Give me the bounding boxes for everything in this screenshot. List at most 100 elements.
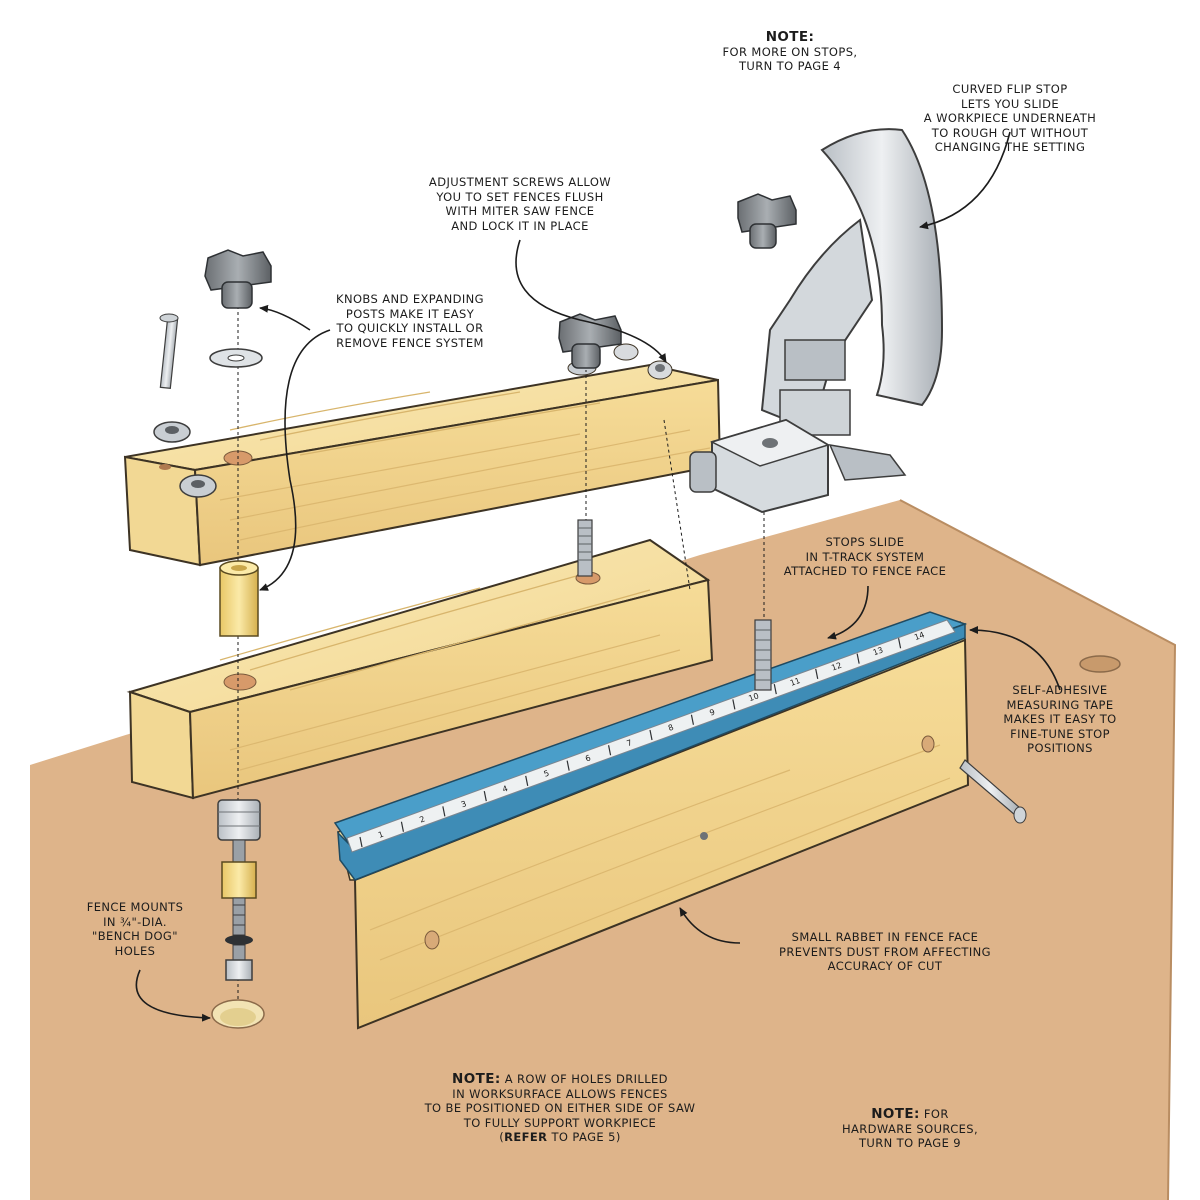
tape-number: 4 <box>501 784 509 794</box>
lower-fence-base <box>126 538 714 800</box>
brass-sleeve <box>219 560 259 637</box>
callout-line: POSITIONS <box>1027 741 1093 755</box>
tape-tick <box>897 638 902 649</box>
tape-tick <box>400 821 405 832</box>
tape-tick <box>856 653 860 664</box>
note-line: TO BE POSITIONED ON EITHER SIDE OF SAW <box>424 1101 696 1115</box>
workbench-edge <box>899 499 1177 1200</box>
callout-flip-stop: CURVED FLIP STOP LETS YOU SLIDE A WORKPI… <box>880 82 1140 155</box>
callout-stops-slide: STOPS SLIDE IN T-TRACK SYSTEM ATTACHED T… <box>755 535 975 579</box>
callout-line: IN ¾"-DIA. <box>103 914 167 929</box>
tape-tick <box>732 699 736 710</box>
flip-stop-assembly <box>689 128 944 514</box>
tape-number: 14 <box>913 630 926 642</box>
tape-number: 5 <box>543 769 551 779</box>
threaded-rod-center <box>577 519 593 577</box>
note-line: TO FULLY SUPPORT WORKPIECE <box>463 1115 657 1130</box>
upper-fence-base <box>123 343 722 567</box>
callout-line: FENCE MOUNTS <box>86 900 184 914</box>
callout-line: HOLES <box>114 943 156 958</box>
callout-rabbet: SMALL RABBET IN FENCE FACE PREVENTS DUST… <box>735 930 1035 974</box>
tape-tick <box>607 745 612 756</box>
star-knob-stop <box>737 193 797 249</box>
tape-number: 12 <box>830 661 843 673</box>
callout-line: AND LOCK IT IN PLACE <box>451 218 589 233</box>
note-line: HARDWARE SOURCES, <box>841 1121 979 1136</box>
tape-tick <box>773 684 777 695</box>
note-refer: REFER <box>504 1130 548 1144</box>
note-line: ( <box>499 1130 505 1144</box>
callout-measuring-tape: SELF-ADHESIVE MEASURING TAPE MAKES IT EA… <box>975 683 1145 756</box>
tape-tick <box>690 714 695 725</box>
tape-number: 6 <box>584 753 592 763</box>
callout-knobs-posts: KNOBS AND EXPANDING POSTS MAKE IT EASY T… <box>300 292 520 350</box>
note-line: TURN TO PAGE 9 <box>858 1136 962 1150</box>
fence-face-screw <box>959 759 1027 824</box>
wood-screw <box>159 313 179 389</box>
note-heading: NOTE: <box>452 1071 501 1087</box>
note-line: FOR <box>919 1107 949 1121</box>
note-line: A ROW OF HOLES DRILLED <box>504 1072 668 1086</box>
note-stops-page: NOTE: FOR MORE ON STOPS, TURN TO PAGE 4 <box>695 30 885 74</box>
tape-tick <box>815 668 819 679</box>
callout-adjust-screws: ADJUSTMENT SCREWS ALLOW YOU TO SET FENCE… <box>385 175 655 233</box>
tape-number: 3 <box>460 799 468 809</box>
callout-line: ACCURACY OF CUT <box>827 959 943 973</box>
callout-line: FINE-TUNE STOP <box>1010 726 1110 741</box>
threaded-rod-stop <box>754 619 772 691</box>
callout-line: TO QUICKLY INSTALL OR <box>336 321 484 335</box>
callout-line: ADJUSTMENT SCREWS ALLOW <box>428 175 612 189</box>
tape-tick <box>649 729 653 741</box>
callout-line: CURVED FLIP STOP <box>952 82 1068 96</box>
callout-line: SMALL RABBET IN FENCE FACE <box>791 930 979 944</box>
note-heading: NOTE: <box>765 29 815 45</box>
bench-dog-hole <box>1079 655 1121 673</box>
tape-tick <box>483 791 487 802</box>
callout-line: ATTACHED TO FENCE FACE <box>783 564 947 578</box>
callout-line: STOPS SLIDE <box>825 535 905 549</box>
note-line: TO PAGE 5) <box>547 1130 621 1144</box>
callout-fence-mounts: FENCE MOUNTS IN ¾"-DIA. "BENCH DOG" HOLE… <box>60 900 210 958</box>
tape-number: 13 <box>872 645 885 657</box>
star-knob-center <box>558 313 622 369</box>
note-line: IN WORKSURFACE ALLOWS FENCES <box>452 1086 668 1101</box>
callout-line: KNOBS AND EXPANDING <box>336 292 484 306</box>
note-holes-row: NOTE: A ROW OF HOLES DRILLED IN WORKSURF… <box>395 1072 725 1145</box>
tape-tick <box>566 760 570 771</box>
callout-line: SELF-ADHESIVE <box>1012 683 1108 697</box>
note-heading: NOTE: <box>871 1106 920 1122</box>
tape-number: 11 <box>789 676 802 688</box>
callout-line: POSTS MAKE IT EASY <box>345 306 475 321</box>
callout-leaders <box>135 131 1061 1022</box>
callout-line: WITH MITER SAW FENCE <box>445 204 595 218</box>
callout-line: PREVENTS DUST FROM AFFECTING <box>779 944 991 959</box>
callout-line: "BENCH DOG" <box>92 929 178 943</box>
callout-line: CHANGING THE SETTING <box>934 140 1086 154</box>
tape-number: 8 <box>667 723 675 733</box>
callout-line: MEASURING TAPE <box>1006 697 1114 712</box>
callout-line: REMOVE FENCE SYSTEM <box>336 335 484 350</box>
tape-number: 10 <box>747 691 760 703</box>
tape-number: 2 <box>418 814 426 824</box>
callout-line: MAKES IT EASY TO <box>1003 712 1117 726</box>
note-line: TURN TO PAGE 4 <box>738 59 842 73</box>
tape-tick <box>525 775 529 786</box>
callout-line: YOU TO SET FENCES FLUSH <box>436 189 604 204</box>
tape-tick <box>442 806 446 817</box>
adjustment-nut <box>153 421 217 498</box>
callout-line: IN T-TRACK SYSTEM <box>805 549 925 564</box>
tape-tick <box>359 836 363 848</box>
star-knob-left <box>204 249 272 309</box>
callout-line: A WORKPIECE UNDERNEATH <box>923 111 1097 125</box>
callout-line: TO ROUGH CUT WITHOUT <box>931 125 1089 140</box>
tape-number: 1 <box>377 830 385 840</box>
note-line: FOR MORE ON STOPS, <box>722 44 858 59</box>
expanding-post <box>217 799 261 981</box>
note-hardware: NOTE: FOR HARDWARE SOURCES, TURN TO PAGE… <box>800 1107 1020 1151</box>
tape-number: 7 <box>626 738 634 748</box>
tape-number: 9 <box>708 707 716 717</box>
callout-line: LETS YOU SLIDE <box>961 96 1059 111</box>
